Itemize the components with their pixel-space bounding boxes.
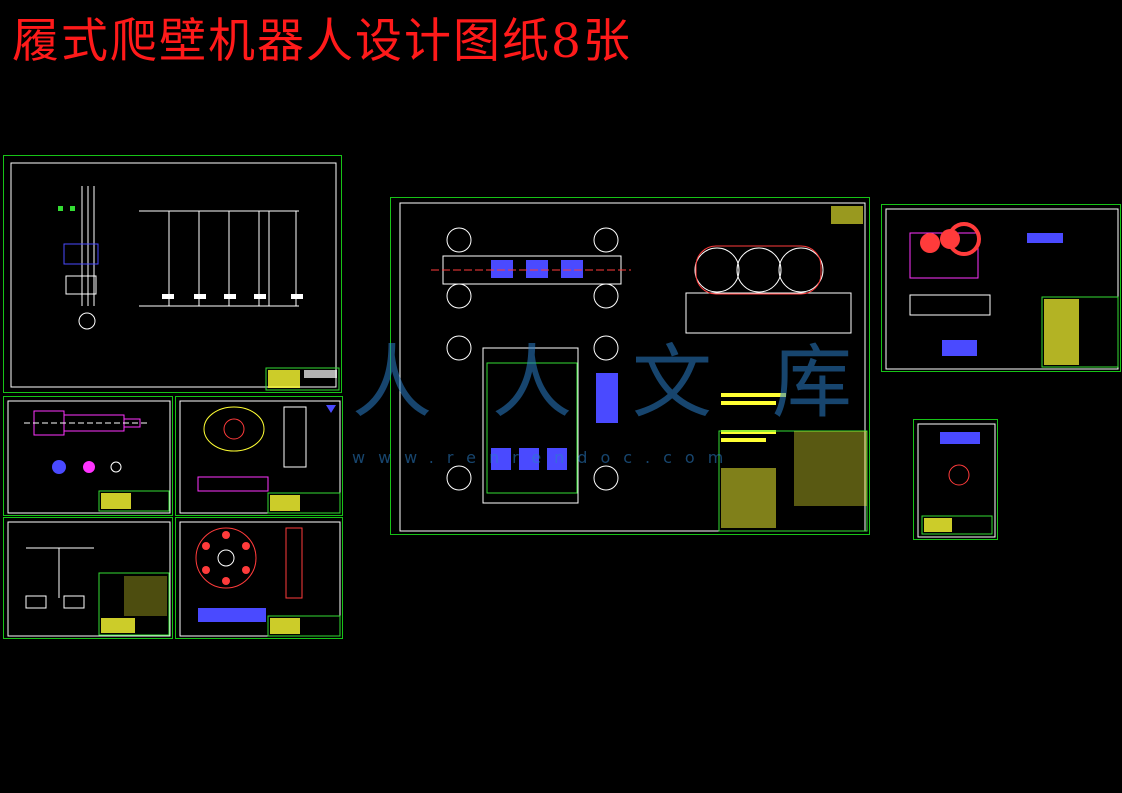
pneumatic-schematic-sheet[interactable]: [3, 517, 173, 639]
gear-assembly-sheet[interactable]: [881, 204, 1121, 372]
pneumatic-schematic-drawing: [7, 521, 171, 637]
small-part-sheet[interactable]: [913, 419, 998, 540]
assembly-sheet[interactable]: [390, 197, 870, 535]
gear-plate-drawing: [179, 521, 341, 637]
gear-plate-sheet[interactable]: [175, 517, 343, 639]
page-title: 履式爬壁机器人设计图纸8张: [12, 14, 632, 69]
shaft-part-drawing: [7, 400, 171, 514]
gear-assembly-drawing: [885, 208, 1119, 370]
flange-part-drawing: [179, 400, 341, 514]
electrical-schematic-sheet[interactable]: [3, 155, 342, 393]
shaft-part-sheet[interactable]: [3, 396, 173, 516]
flange-part-sheet[interactable]: [175, 396, 343, 516]
electrical-schematic-drawing: [10, 162, 340, 391]
small-part-drawing: [917, 423, 996, 538]
assembly-drawing: [399, 202, 868, 532]
